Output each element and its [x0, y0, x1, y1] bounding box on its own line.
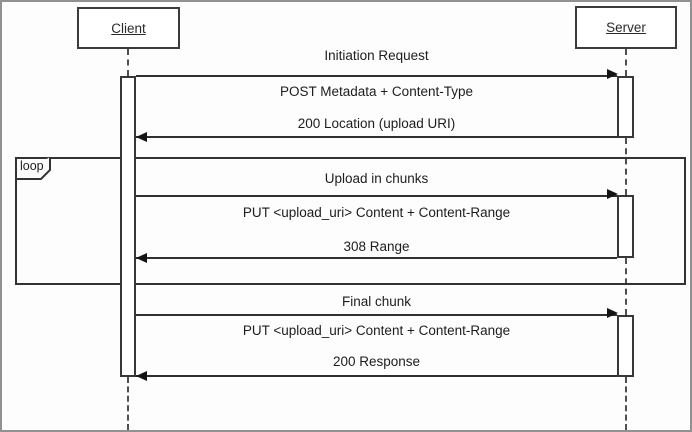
server-lifeline-segment: [625, 49, 627, 76]
request-label: POST Metadata + Content-Type: [280, 84, 473, 99]
actor-label-server: Server: [606, 20, 646, 35]
response-message-line: [136, 257, 617, 259]
response-label: 200 Location (upload URI): [297, 116, 456, 131]
server-activation-bar: [617, 76, 634, 138]
response-message-line: [136, 136, 617, 138]
response-message-line: [136, 375, 617, 377]
loop-operator-tab: [15, 157, 51, 180]
section-title: Initiation Request: [324, 48, 429, 63]
request-message-line: [136, 314, 617, 316]
actor-box-server: Server: [575, 6, 677, 49]
response-label: 200 Response: [332, 354, 421, 369]
server-lifeline-segment: [625, 138, 627, 195]
arrowhead-right-icon: [607, 69, 618, 79]
arrowhead-left-icon: [136, 371, 147, 381]
request-message-line: [136, 75, 617, 77]
client-lifeline-segment: [127, 49, 129, 76]
loop-fragment-frame: [15, 157, 686, 285]
actor-box-client: Client: [77, 7, 180, 49]
arrowhead-right-icon: [607, 308, 618, 318]
server-lifeline-segment: [625, 377, 627, 430]
server-lifeline-segment: [625, 258, 627, 315]
arrowhead-left-icon: [136, 132, 147, 142]
server-activation-bar: [617, 315, 634, 377]
client-activation-bar: [120, 76, 136, 377]
arrowhead-right-icon: [607, 189, 618, 199]
client-lifeline-segment: [127, 377, 129, 430]
loop-operator-label: loop: [20, 159, 44, 173]
server-activation-bar: [617, 195, 634, 258]
actor-label-client: Client: [111, 20, 146, 36]
arrowhead-left-icon: [136, 253, 147, 263]
request-message-line: [136, 195, 617, 197]
section-title: Final chunk: [341, 294, 412, 309]
request-label: PUT <upload_uri> Content + Content-Range: [242, 323, 511, 338]
